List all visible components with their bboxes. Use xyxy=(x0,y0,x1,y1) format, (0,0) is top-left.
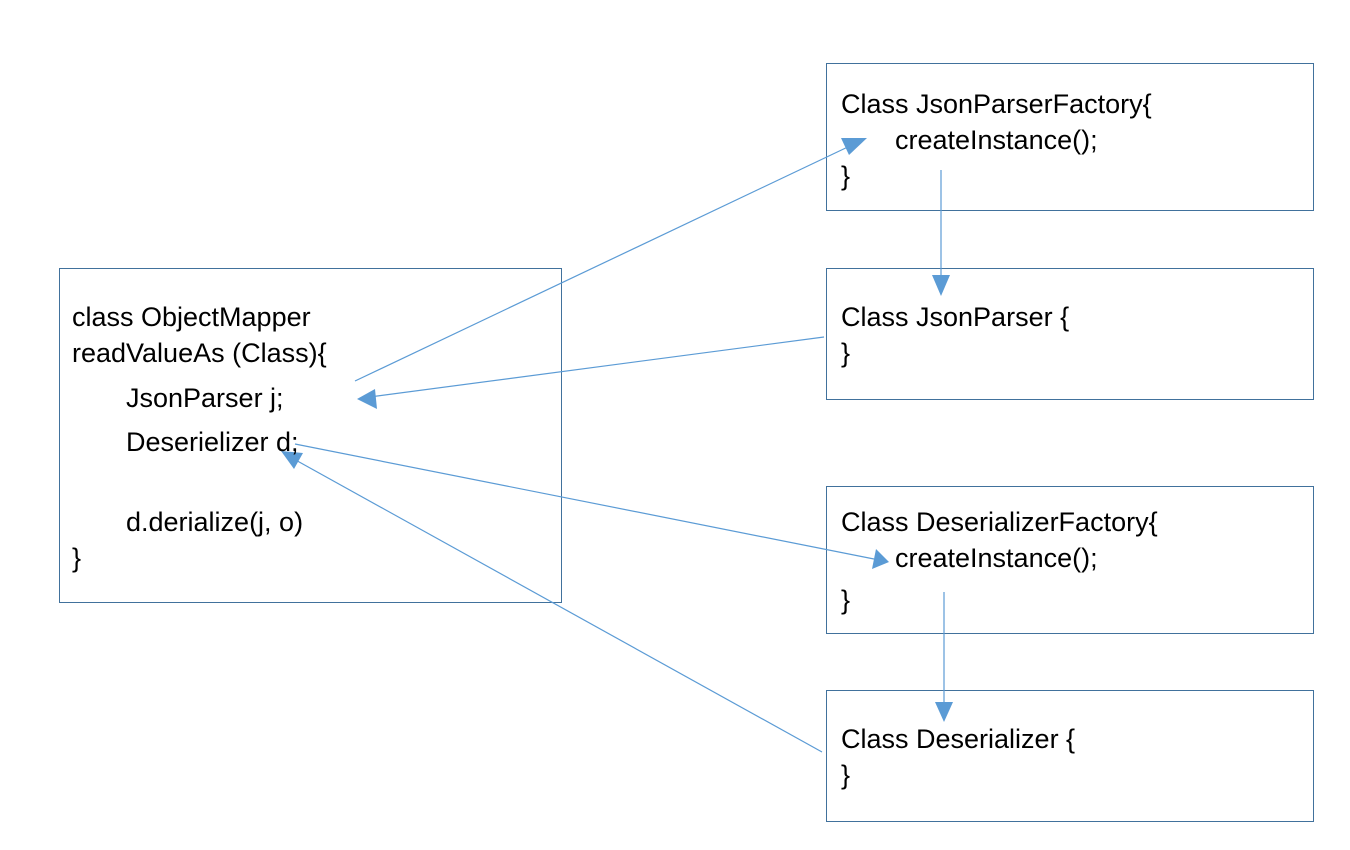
object-mapper-close-brace: } xyxy=(72,543,82,573)
deserializer-factory-class-line: Class DeserializerFactory{ xyxy=(841,507,1158,537)
object-mapper-class-line: class ObjectMapper xyxy=(72,302,311,332)
deserializer-factory-close-brace: } xyxy=(841,585,851,615)
arrow-deserializer-to-objectmapper xyxy=(291,457,823,753)
object-mapper-box xyxy=(59,268,562,603)
arrowhead-objectmapper-deserializer xyxy=(281,451,303,469)
object-mapper-jsonparser-line: JsonParser j; xyxy=(126,383,284,413)
json-parser-factory-close-brace: } xyxy=(841,161,851,191)
arrowhead-deserializerfactory xyxy=(872,549,889,569)
json-parser-factory-class-line: Class JsonParserFactory{ xyxy=(841,89,1152,119)
object-mapper-deserializer-line: Deserielizer d; xyxy=(126,427,299,457)
arrowhead-jsonparserfactory xyxy=(841,138,867,155)
arrow-objectmapper-to-deserializerfactory xyxy=(294,443,875,560)
deserializer-class-line: Class Deserializer { xyxy=(841,724,1076,754)
arrow-jsonparser-to-objectmapper xyxy=(361,336,825,399)
arrow-objectmapper-to-jsonparserfactory xyxy=(354,144,853,382)
deserializer-factory-box xyxy=(826,486,1314,634)
json-parser-factory-method-line: createInstance(); xyxy=(895,125,1098,155)
json-parser-close-brace: } xyxy=(841,338,851,368)
json-parser-class-line: Class JsonParser { xyxy=(841,302,1070,332)
arrowhead-objectmapper-jsonparser xyxy=(357,389,377,409)
deserializer-box xyxy=(826,690,1314,822)
deserializer-close-brace: } xyxy=(841,760,851,790)
arrowhead-deserializer xyxy=(935,702,953,722)
json-parser-box xyxy=(826,268,1314,400)
arrowhead-jsonparser xyxy=(932,275,950,296)
deserializer-factory-method-line: createInstance(); xyxy=(895,543,1098,573)
object-mapper-method-line: readValueAs (Class){ xyxy=(72,338,327,368)
object-mapper-call-line: d.derialize(j, o) xyxy=(126,507,304,537)
json-parser-factory-box xyxy=(826,63,1314,211)
